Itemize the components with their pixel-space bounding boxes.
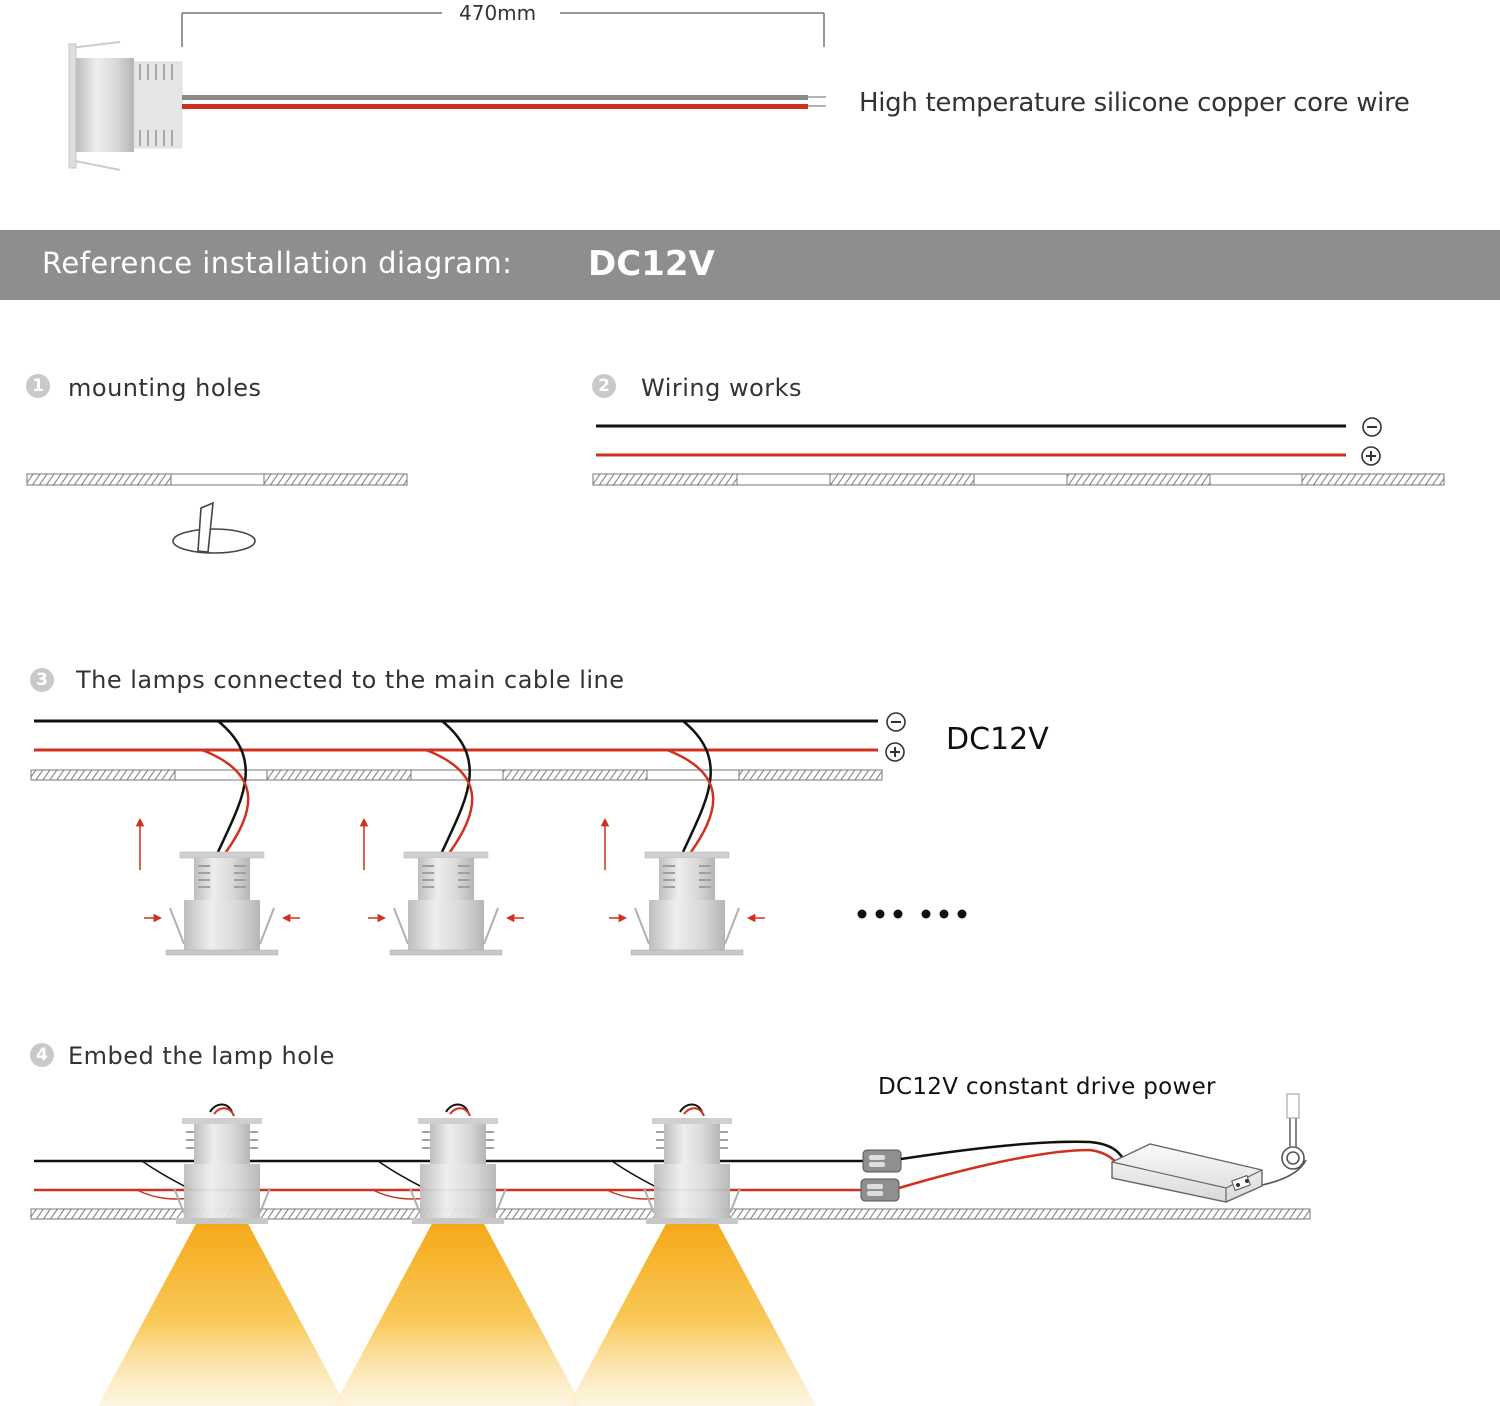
dot-2: [875, 909, 885, 919]
driver-cables: [898, 1140, 1126, 1190]
hole-saw-icon: [172, 501, 256, 554]
step-2-label: Wiring works: [641, 374, 803, 402]
driver-power-label: DC12V constant drive power: [878, 1074, 1216, 1100]
step-1-label: mounting holes: [68, 374, 262, 402]
step4-lamp-2: [372, 1103, 507, 1225]
wire-description-label: High temperature silicone copper core wi…: [859, 88, 1410, 118]
positive-terminal-icon: [1361, 446, 1381, 466]
dot-4: [921, 909, 931, 919]
dot-5: [939, 909, 949, 919]
step-3-voltage-label: DC12V: [946, 722, 1049, 757]
step-2-number: 2: [592, 374, 616, 398]
dot-1: [857, 909, 867, 919]
step3-wires: [34, 719, 878, 752]
step4-lamp-1: [136, 1103, 271, 1225]
step-4-label: Embed the lamp hole: [68, 1042, 335, 1070]
step3-ceiling: [30, 769, 883, 781]
positive-terminal-icon: [885, 742, 905, 762]
led-driver-icon: [1111, 1143, 1263, 1203]
dot-3: [893, 909, 903, 919]
dimension-line: [181, 12, 825, 47]
banner-voltage: DC12V: [588, 244, 715, 284]
step1-ceiling: [26, 473, 408, 486]
light-beam-2: [334, 1220, 582, 1406]
step-3-number: 3: [30, 668, 54, 692]
step4-lamp-3: [606, 1103, 741, 1225]
step2-wires: [596, 424, 1346, 457]
negative-terminal-icon: [886, 712, 906, 732]
step-1-number: 1: [26, 374, 50, 398]
step3-lamp-2: [359, 720, 524, 956]
product-lamp-illustration: [68, 41, 183, 171]
silicone-wire: [182, 95, 826, 109]
wire-connector-red: [860, 1178, 900, 1202]
section-banner: Reference installation diagram: DC12V: [0, 230, 1500, 300]
mains-plug-icon: [1261, 1093, 1307, 1186]
continuation-dots: [857, 909, 967, 919]
light-beam-3: [568, 1220, 816, 1406]
length-dimension-label: 470mm: [459, 1, 537, 25]
step3-lamp-1: [135, 720, 300, 956]
negative-terminal-icon: [1362, 417, 1382, 437]
wire-connector-black: [862, 1149, 902, 1173]
dot-6: [957, 909, 967, 919]
banner-title: Reference installation diagram:: [42, 246, 513, 280]
step2-ceiling: [592, 473, 1445, 486]
step3-lamp-3: [600, 720, 765, 956]
step-4-number: 4: [30, 1043, 54, 1067]
light-beam-1: [98, 1220, 346, 1406]
step-3-label: The lamps connected to the main cable li…: [76, 666, 625, 694]
